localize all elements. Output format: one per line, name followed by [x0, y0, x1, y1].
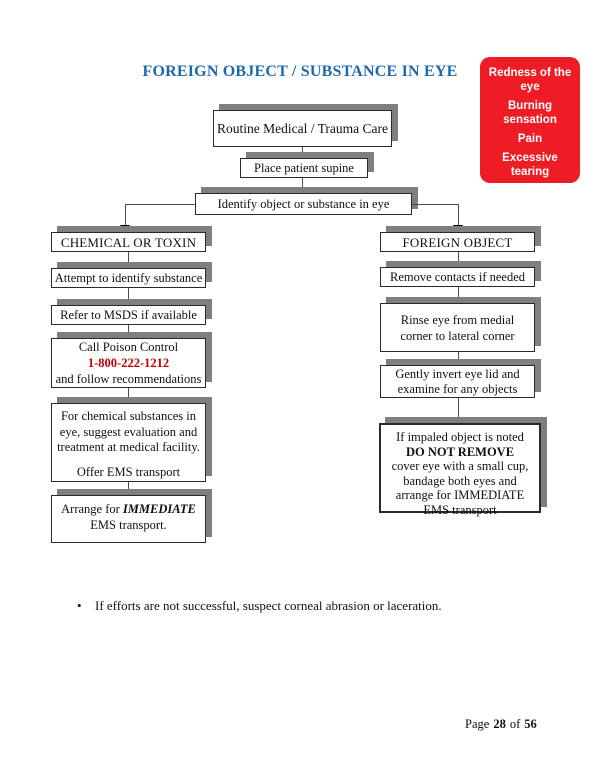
impaled-line: If impaled object is noted: [396, 430, 524, 444]
branch-line-left: [125, 204, 195, 205]
symptom-item: Burning sensation: [503, 100, 557, 126]
poison-control-line: and follow recommendations: [55, 372, 202, 386]
symptom-item: Excessive tearing: [502, 152, 558, 178]
footer-of-label: of: [509, 717, 521, 731]
arrow-down-icon: [120, 225, 130, 232]
footnote: • If efforts are not successful, suspect …: [77, 598, 442, 614]
flow-box-chemical-advice: For chemical substances in eye, suggest …: [51, 403, 206, 482]
connector-line: [458, 287, 459, 303]
flow-box-poison-control: Call Poison Control 1-800-222-1212 and f…: [51, 338, 206, 388]
connector-line: [458, 252, 459, 267]
flow-box-routine-care: Routine Medical / Trauma Care: [213, 110, 392, 147]
connector-line: [302, 178, 303, 193]
flow-box-foreign-header: FOREIGN OBJECT: [380, 232, 535, 252]
flow-box-remove-contacts: Remove contacts if needed: [380, 267, 535, 287]
footer-page-label: Page: [465, 717, 490, 731]
arrange-transport-line: Arrange for IMMEDIATE: [61, 501, 196, 517]
page-title: FOREIGN OBJECT / SUBSTANCE IN EYE: [142, 63, 458, 80]
branch-line-left: [125, 204, 126, 226]
connector-line: [128, 482, 129, 495]
connector-line: [128, 288, 129, 305]
footnote-text: If efforts are not successful, suspect c…: [95, 598, 442, 613]
branch-line-right: [458, 204, 459, 226]
flow-box-impaled-object: If impaled object is noted DO NOT REMOVE…: [379, 423, 541, 517]
flow-box-place-supine: Place patient supine: [240, 158, 368, 178]
symptoms-callout: Redness of the eye Burning sensation Pai…: [480, 57, 580, 183]
arrange-emphasis: IMMEDIATE: [122, 502, 196, 516]
impaled-warning: DO NOT REMOVE: [405, 444, 515, 459]
symptom-item: Pain: [517, 133, 543, 145]
flow-box-chemical-header: CHEMICAL OR TOXIN: [51, 232, 206, 252]
connector-line: [128, 325, 129, 338]
poison-control-line: Call Poison Control: [78, 340, 179, 354]
flow-box-rinse-eye: Rinse eye from medial corner to lateral …: [380, 303, 535, 352]
flow-box-msds: Refer to MSDS if available: [51, 305, 206, 325]
flow-box-arrange-transport: Arrange for IMMEDIATE EMS transport.: [51, 495, 206, 543]
flow-box-identify: Identify object or substance in eye: [195, 193, 412, 215]
footer-total-pages: 56: [524, 717, 537, 731]
branch-line-right: [412, 204, 458, 205]
chemical-advice-text: For chemical substances in eye, suggest …: [57, 409, 200, 454]
offer-ems-text: Offer EMS transport: [76, 464, 181, 479]
symptom-item: Redness of the eye: [488, 67, 572, 93]
connector-line: [128, 252, 129, 268]
flow-box-invert-eyelid: Gently invert eye lid and examine for an…: [380, 365, 535, 398]
connector-line: [128, 388, 129, 403]
arrow-down-icon: [453, 225, 463, 232]
connector-line: [302, 147, 303, 158]
arrange-transport-line: EMS transport.: [90, 518, 167, 532]
flow-box-attempt-identify: Attempt to identify substance: [51, 268, 206, 288]
connector-line: [458, 352, 459, 365]
impaled-instructions: cover eye with a small cup, bandage both…: [391, 459, 529, 517]
bullet-icon: •: [77, 598, 82, 613]
footer-page-number: 28: [493, 717, 506, 731]
connector-line: [458, 398, 459, 423]
poison-control-phone: 1-800-222-1212: [87, 356, 170, 370]
arrange-prefix: Arrange for: [61, 502, 123, 516]
